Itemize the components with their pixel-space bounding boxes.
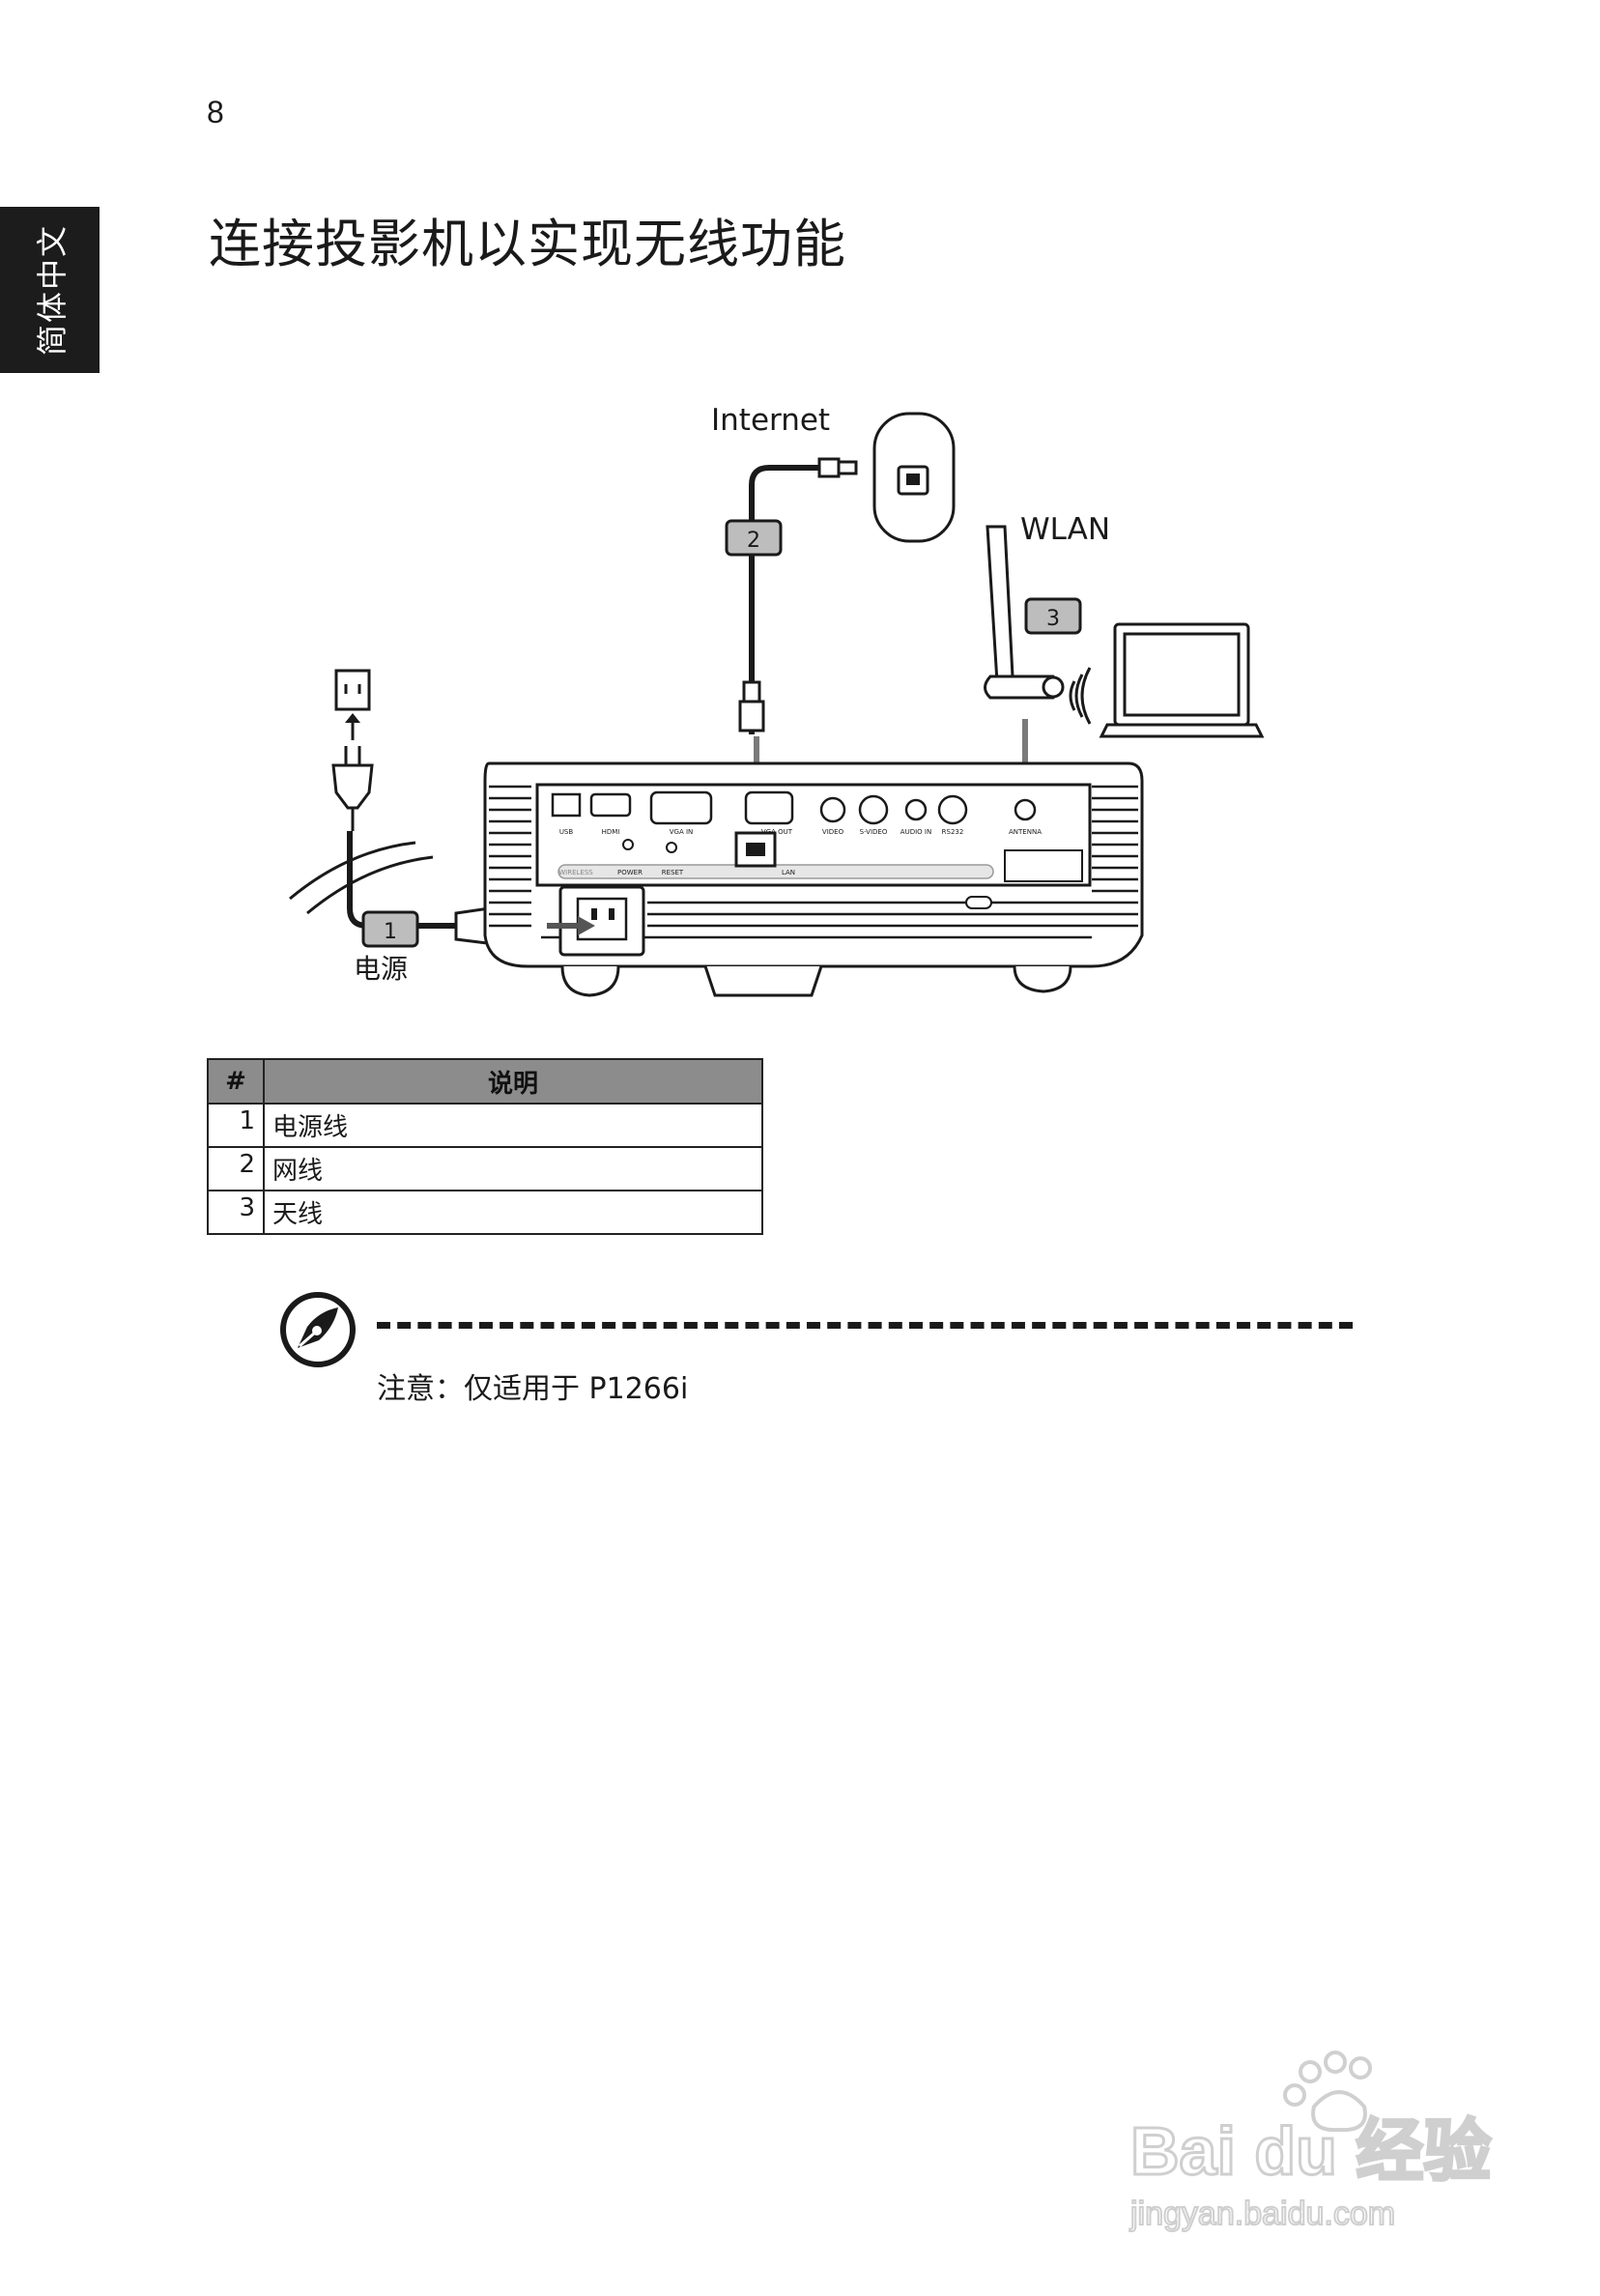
callout-1-text: 1 xyxy=(384,920,397,944)
port-vga-in: VGA IN xyxy=(670,828,694,836)
row-number: 2 xyxy=(207,1146,265,1191)
projector: USB HDMI VGA IN VGA OUT VIDEO S-VIDEO AU… xyxy=(483,761,1144,997)
row-description: 电源线 xyxy=(263,1103,763,1148)
row-description: 天线 xyxy=(263,1190,763,1235)
callout-2: 2 xyxy=(725,519,783,557)
table-header-description: 说明 xyxy=(263,1058,763,1105)
table-row: 3 天线 xyxy=(207,1190,763,1235)
wlan-label: WLAN xyxy=(1020,512,1110,547)
port-s-video: S-VIDEO xyxy=(860,828,888,836)
callout-2-text: 2 xyxy=(747,529,760,553)
power-plug xyxy=(331,746,374,831)
watermark-url: jingyan.baidu.com xyxy=(1129,2196,1395,2232)
table-row: 2 网线 xyxy=(207,1146,763,1191)
port-hdmi: HDMI xyxy=(602,828,620,836)
port-video: VIDEO xyxy=(822,828,844,836)
power-arrow xyxy=(345,713,360,740)
port-wireless: WIRELESS xyxy=(558,869,593,876)
table-header-row: # 说明 xyxy=(207,1058,763,1105)
page-title: 连接投影机以实现无线功能 xyxy=(209,214,846,274)
port-audio-in: AUDIO IN xyxy=(900,828,931,836)
callout-3: 3 xyxy=(1024,597,1082,635)
watermark-brand: Bai du 经验 xyxy=(1130,2113,1491,2189)
note-text: 注意：仅适用于 P1266i xyxy=(377,1372,689,1406)
port-reset: RESET xyxy=(662,869,684,876)
port-power: POWER xyxy=(617,869,643,876)
page-number: 8 xyxy=(207,95,224,129)
port-vga-out: VGA OUT xyxy=(761,828,793,836)
power-label: 电源 xyxy=(354,953,408,985)
description-table: # 说明 1 电源线 2 网线 3 天线 xyxy=(207,1058,763,1235)
row-description: 网线 xyxy=(263,1146,763,1191)
wall-jack xyxy=(872,412,956,543)
table-row: 1 电源线 xyxy=(207,1103,763,1148)
power-outlet xyxy=(334,669,371,711)
note-divider xyxy=(377,1322,1353,1329)
baidu-jingyan-watermark: Bai du 经验 jingyan.baidu.com xyxy=(1129,2051,1493,2232)
callout-1: 1 xyxy=(361,910,419,948)
inlet-arrow xyxy=(547,916,595,935)
table-header-number: # xyxy=(207,1058,265,1105)
pen-nib-icon xyxy=(280,1292,356,1367)
port-antenna: ANTENNA xyxy=(1009,828,1042,836)
laptop-icon xyxy=(1099,622,1265,738)
port-lan: LAN xyxy=(782,869,795,876)
language-side-tab: 简体中文 xyxy=(0,207,100,373)
internet-label: Internet xyxy=(711,403,830,438)
wifi-waves xyxy=(1069,667,1092,725)
row-number: 1 xyxy=(207,1103,265,1148)
callout-3-text: 3 xyxy=(1046,607,1060,631)
port-rs232: RS232 xyxy=(942,828,964,836)
row-number: 3 xyxy=(207,1190,265,1235)
port-usb: USB xyxy=(559,828,574,836)
